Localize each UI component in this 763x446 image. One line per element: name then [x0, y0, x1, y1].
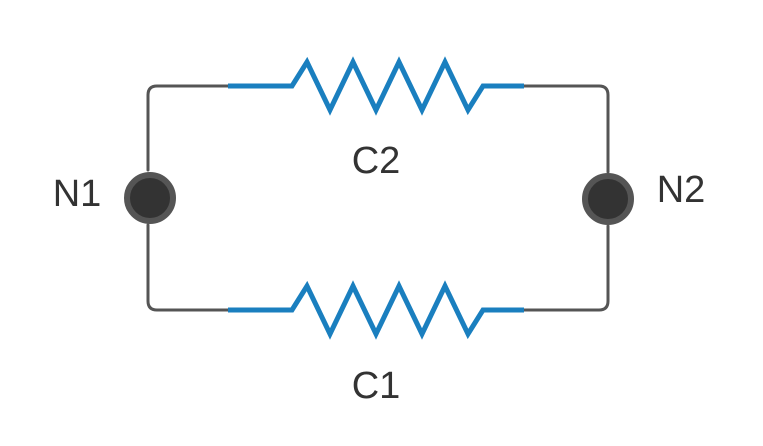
- wire-top-right: [522, 84, 610, 174]
- node-n2-dot: [582, 173, 634, 225]
- component-c2-label: C2: [352, 140, 401, 182]
- wire-bottom-left: [146, 223, 230, 312]
- resistor-c2: [228, 56, 524, 116]
- node-n1-label: N1: [53, 173, 102, 215]
- resistor-c1: [228, 280, 524, 340]
- node-n1-dot: [124, 172, 176, 224]
- component-c1-label: C1: [352, 365, 401, 407]
- wire-top-left: [146, 84, 230, 172]
- wire-bottom-right: [522, 224, 610, 312]
- node-n2-label: N2: [657, 169, 706, 211]
